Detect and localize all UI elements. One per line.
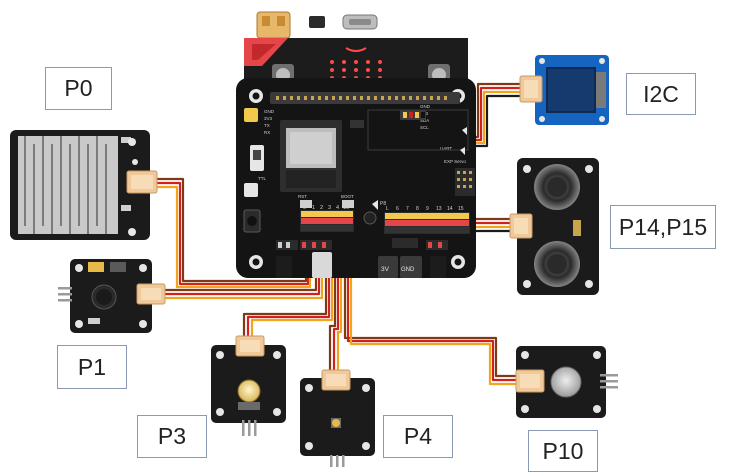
svg-text:UART: UART xyxy=(440,146,452,151)
label-p3: P3 xyxy=(137,415,207,458)
wire-p10 xyxy=(343,230,522,386)
pin-label-9: 9 xyxy=(426,206,429,212)
svg-text:P8: P8 xyxy=(380,201,386,207)
pin-header-left: 0 1 2 3 4 10 xyxy=(300,205,354,232)
potentiometer-icon xyxy=(300,369,375,467)
svg-text:RST: RST xyxy=(298,194,307,199)
svg-text:SDA: SDA xyxy=(420,118,429,123)
power-label-gnd: GND xyxy=(401,267,415,273)
pin-label-14: 14 xyxy=(447,206,453,212)
svg-text:3V3: 3V3 xyxy=(264,116,273,121)
svg-text:TX: TX xyxy=(264,123,270,128)
pin-label-1: 1 xyxy=(312,205,315,211)
wire-p4 xyxy=(328,230,343,372)
pin-label-15: 15 xyxy=(458,206,464,212)
svg-text:RX: RX xyxy=(264,130,270,135)
pin-label-4: 4 xyxy=(336,205,339,211)
label-p10: P10 xyxy=(528,430,598,472)
wires-group xyxy=(155,82,524,386)
grayscale-sensor-icon xyxy=(515,346,618,418)
label-p4: P4 xyxy=(383,415,453,458)
svg-text:BOOT: BOOT xyxy=(341,194,354,199)
pin-label-13: 13 xyxy=(436,206,442,212)
svg-text:SCL: SCL xyxy=(420,125,429,130)
label-p1: P1 xyxy=(57,345,127,389)
power-label-3v: 3V xyxy=(381,266,390,273)
svg-text:TTL: TTL xyxy=(258,176,266,181)
svg-text:EXP Servo: EXP Servo xyxy=(444,159,466,164)
label-p14-p15: P14,P15 xyxy=(610,205,716,249)
pin-label-l: L xyxy=(386,206,389,212)
svg-text:GND: GND xyxy=(264,109,275,114)
pin-label-8: 8 xyxy=(416,206,419,212)
water-sensor-icon xyxy=(10,130,158,240)
label-i2c: I2C xyxy=(626,73,696,115)
label-p0: P0 xyxy=(45,67,112,110)
pin-label-0: 0 xyxy=(303,205,306,211)
pin-label-10: 10 xyxy=(343,205,349,211)
pin-label-6: 6 xyxy=(396,206,399,212)
svg-text:GND: GND xyxy=(420,104,431,109)
pin-label-2: 2 xyxy=(320,205,323,211)
oled-display-icon xyxy=(519,55,609,125)
ultrasonic-sensor-icon xyxy=(509,158,599,295)
pin-header-right: L 6 7 8 9 13 14 15 xyxy=(384,206,470,234)
sound-sensor-icon xyxy=(58,259,166,333)
button-module-icon xyxy=(211,335,286,436)
pin-label-7: 7 xyxy=(406,206,409,212)
pin-label-3: 3 xyxy=(328,205,331,211)
wire-p14-p15 xyxy=(470,217,514,233)
